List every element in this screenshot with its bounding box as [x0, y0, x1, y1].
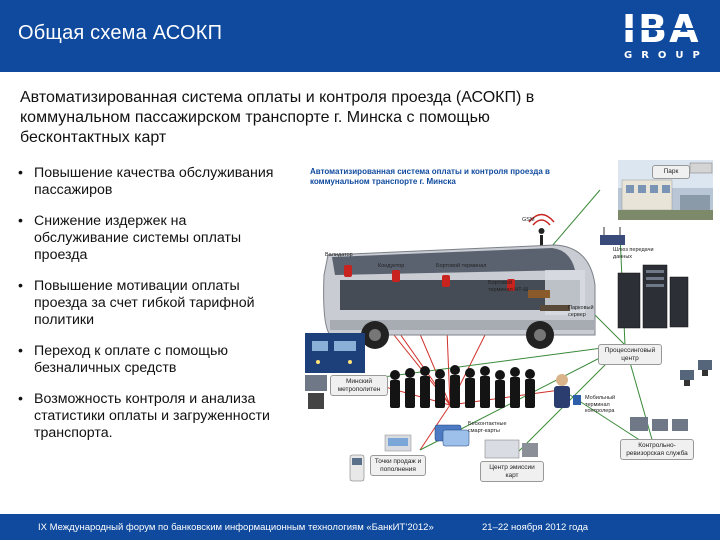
conductor-label: Кондуктор — [378, 263, 405, 269]
bullet-item: Возможность контроля и анализа статистик… — [18, 391, 278, 442]
emission-center-label: Центр эмиссии карт — [480, 461, 544, 482]
gsm-label: GSM — [522, 217, 535, 223]
inspector-figure — [554, 374, 581, 408]
passengers-silhouette — [390, 365, 535, 408]
logo-group-text: GROUP — [624, 50, 709, 61]
slide-title: Общая схема АСОКП — [18, 22, 223, 44]
validator-icons — [344, 265, 515, 291]
sales-points-label: Точки продаж и пополнения — [370, 455, 426, 476]
mobile-terminal-label: Мобильный терминал контролера — [585, 395, 616, 414]
card-printer-icon — [484, 439, 538, 459]
smart-cards-icon — [434, 424, 470, 447]
park-server-label: Парковый сервер — [568, 305, 594, 318]
gateway-device — [540, 305, 570, 311]
footer-date: 21–22 ноября 2012 года — [482, 522, 589, 533]
bullet-item: Снижение издержек на обслуживание систем… — [18, 213, 278, 264]
benefits-list: Повышение качества обслуживания пассажир… — [18, 165, 278, 456]
park-label: Парк — [652, 165, 690, 179]
gateway-label: Шлюз передачи данных — [613, 247, 654, 260]
intro-paragraph: Автоматизированная система оплаты и конт… — [20, 89, 535, 146]
footer-event: IX Международный форум по банковским инф… — [38, 522, 434, 533]
sales-point-icon — [384, 434, 412, 452]
iba-logo: IBA GROUP — [622, 10, 706, 64]
header-bar: Общая схема АСОКП IBA GROUP — [0, 0, 720, 72]
validator-label: Валидатор — [325, 252, 353, 258]
server-rack-icon — [617, 264, 689, 329]
diagram-caption: Автоматизированная система оплаты и конт… — [310, 167, 550, 186]
bus-terminal-label: Бортовой терминал НТ-Ш — [488, 280, 529, 293]
smart-cards-label: Бесконтактные смарт-карты — [468, 421, 507, 434]
bus-terminal-device — [528, 290, 550, 298]
terminal-label: Бортовой терминал — [436, 263, 487, 269]
metro-label: Минский метрополитен — [330, 375, 388, 396]
diagram-graphics — [305, 160, 713, 482]
control-service-computers — [630, 417, 688, 431]
bullet-item: Повышение мотивации оплаты проезда за сч… — [18, 278, 278, 329]
router-icon — [600, 227, 625, 245]
bus-image — [323, 244, 596, 349]
footer-bar: IX Международный форум по банковским инф… — [0, 514, 720, 540]
bullet-item: Переход к оплате с помощью безналичных с… — [18, 343, 278, 377]
logo-stripe — [622, 28, 706, 30]
bullet-item: Повышение качества обслуживания пассажир… — [18, 165, 278, 199]
workstation-icons — [680, 360, 712, 386]
metro-computer-icon — [305, 375, 327, 409]
processing-center-label: Процессинговый центр — [598, 344, 662, 365]
card-reader-icon — [349, 454, 365, 482]
inspection-service-label: Контрольно-ревизорская служба — [620, 439, 694, 460]
system-diagram: Автоматизированная система оплаты и конт… — [300, 155, 715, 510]
metro-train-image — [305, 333, 365, 373]
